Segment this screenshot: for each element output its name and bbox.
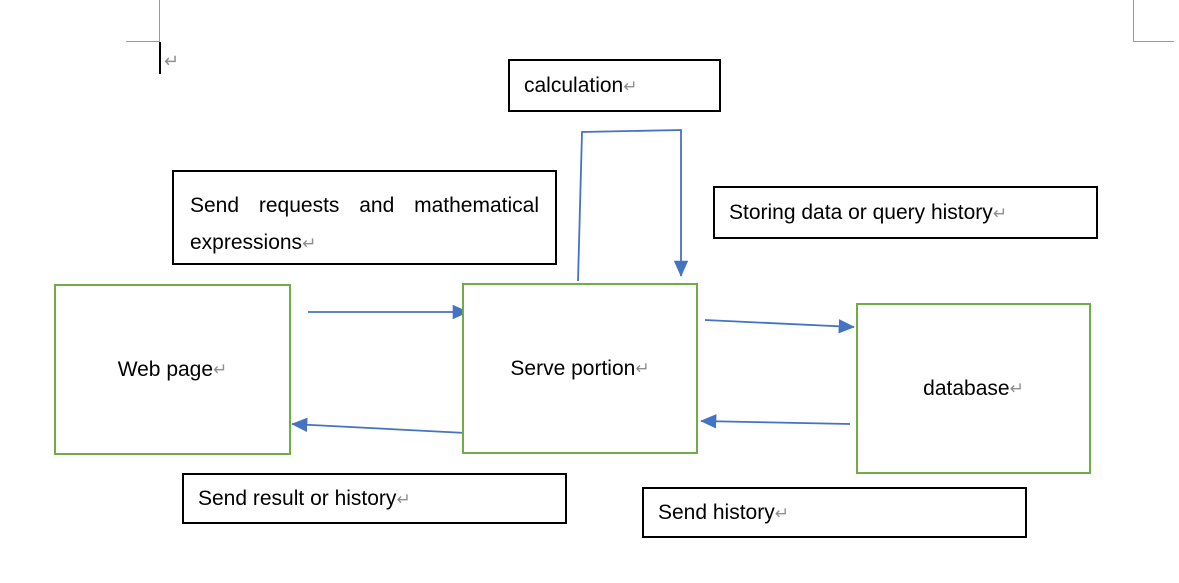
label-box-storing-data[interactable]: Storing data or query history↵ (713, 186, 1098, 239)
label-box-send-history[interactable]: Send history↵ (642, 487, 1027, 538)
node-web-page[interactable]: Web page↵ (54, 284, 291, 455)
return-mark: ↵ (992, 203, 1008, 223)
top-right-margin-mark (1128, 0, 1174, 42)
return-mark: ↵ (396, 489, 411, 509)
label-box-send-requests[interactable]: Send requests and mathematical expressio… (172, 170, 557, 265)
return-mark: ↵ (1009, 379, 1024, 398)
node-web-page-label: Web page (117, 357, 214, 381)
connector-database-to-serve (700, 414, 851, 429)
return-mark: ↵ (302, 233, 317, 253)
connector-serve-to-web (291, 417, 467, 434)
return-mark: ↵ (623, 76, 638, 96)
return-mark: ↵ (213, 360, 228, 379)
label-box-calculation[interactable]: calculation↵ (508, 59, 721, 112)
label-box-send-result[interactable]: Send result or history↵ (182, 473, 567, 524)
node-database[interactable]: database↵ (856, 303, 1091, 474)
connector-serve-to-database (704, 319, 855, 334)
text-cursor[interactable] (159, 42, 161, 74)
node-database-label: database (923, 376, 1010, 400)
top-left-margin-mark (126, 0, 166, 48)
label-send-result-text: Send result or history (198, 486, 397, 510)
node-serve-portion[interactable]: Serve portion↵ (462, 283, 698, 454)
label-send-requests-line2: expressions (190, 230, 303, 254)
node-serve-portion-label: Serve portion (510, 356, 636, 380)
paragraph-return-mark: ↵ (164, 51, 180, 71)
label-storing-data-text: Storing data or query history (729, 200, 993, 224)
label-send-history-text: Send history (658, 500, 775, 524)
connector-serve-self-loop (577, 129, 689, 282)
return-mark: ↵ (635, 359, 650, 378)
label-send-requests-line1: Send requests and mathematical (190, 194, 539, 217)
label-calculation-text: calculation (524, 73, 624, 97)
return-mark: ↵ (774, 503, 789, 523)
